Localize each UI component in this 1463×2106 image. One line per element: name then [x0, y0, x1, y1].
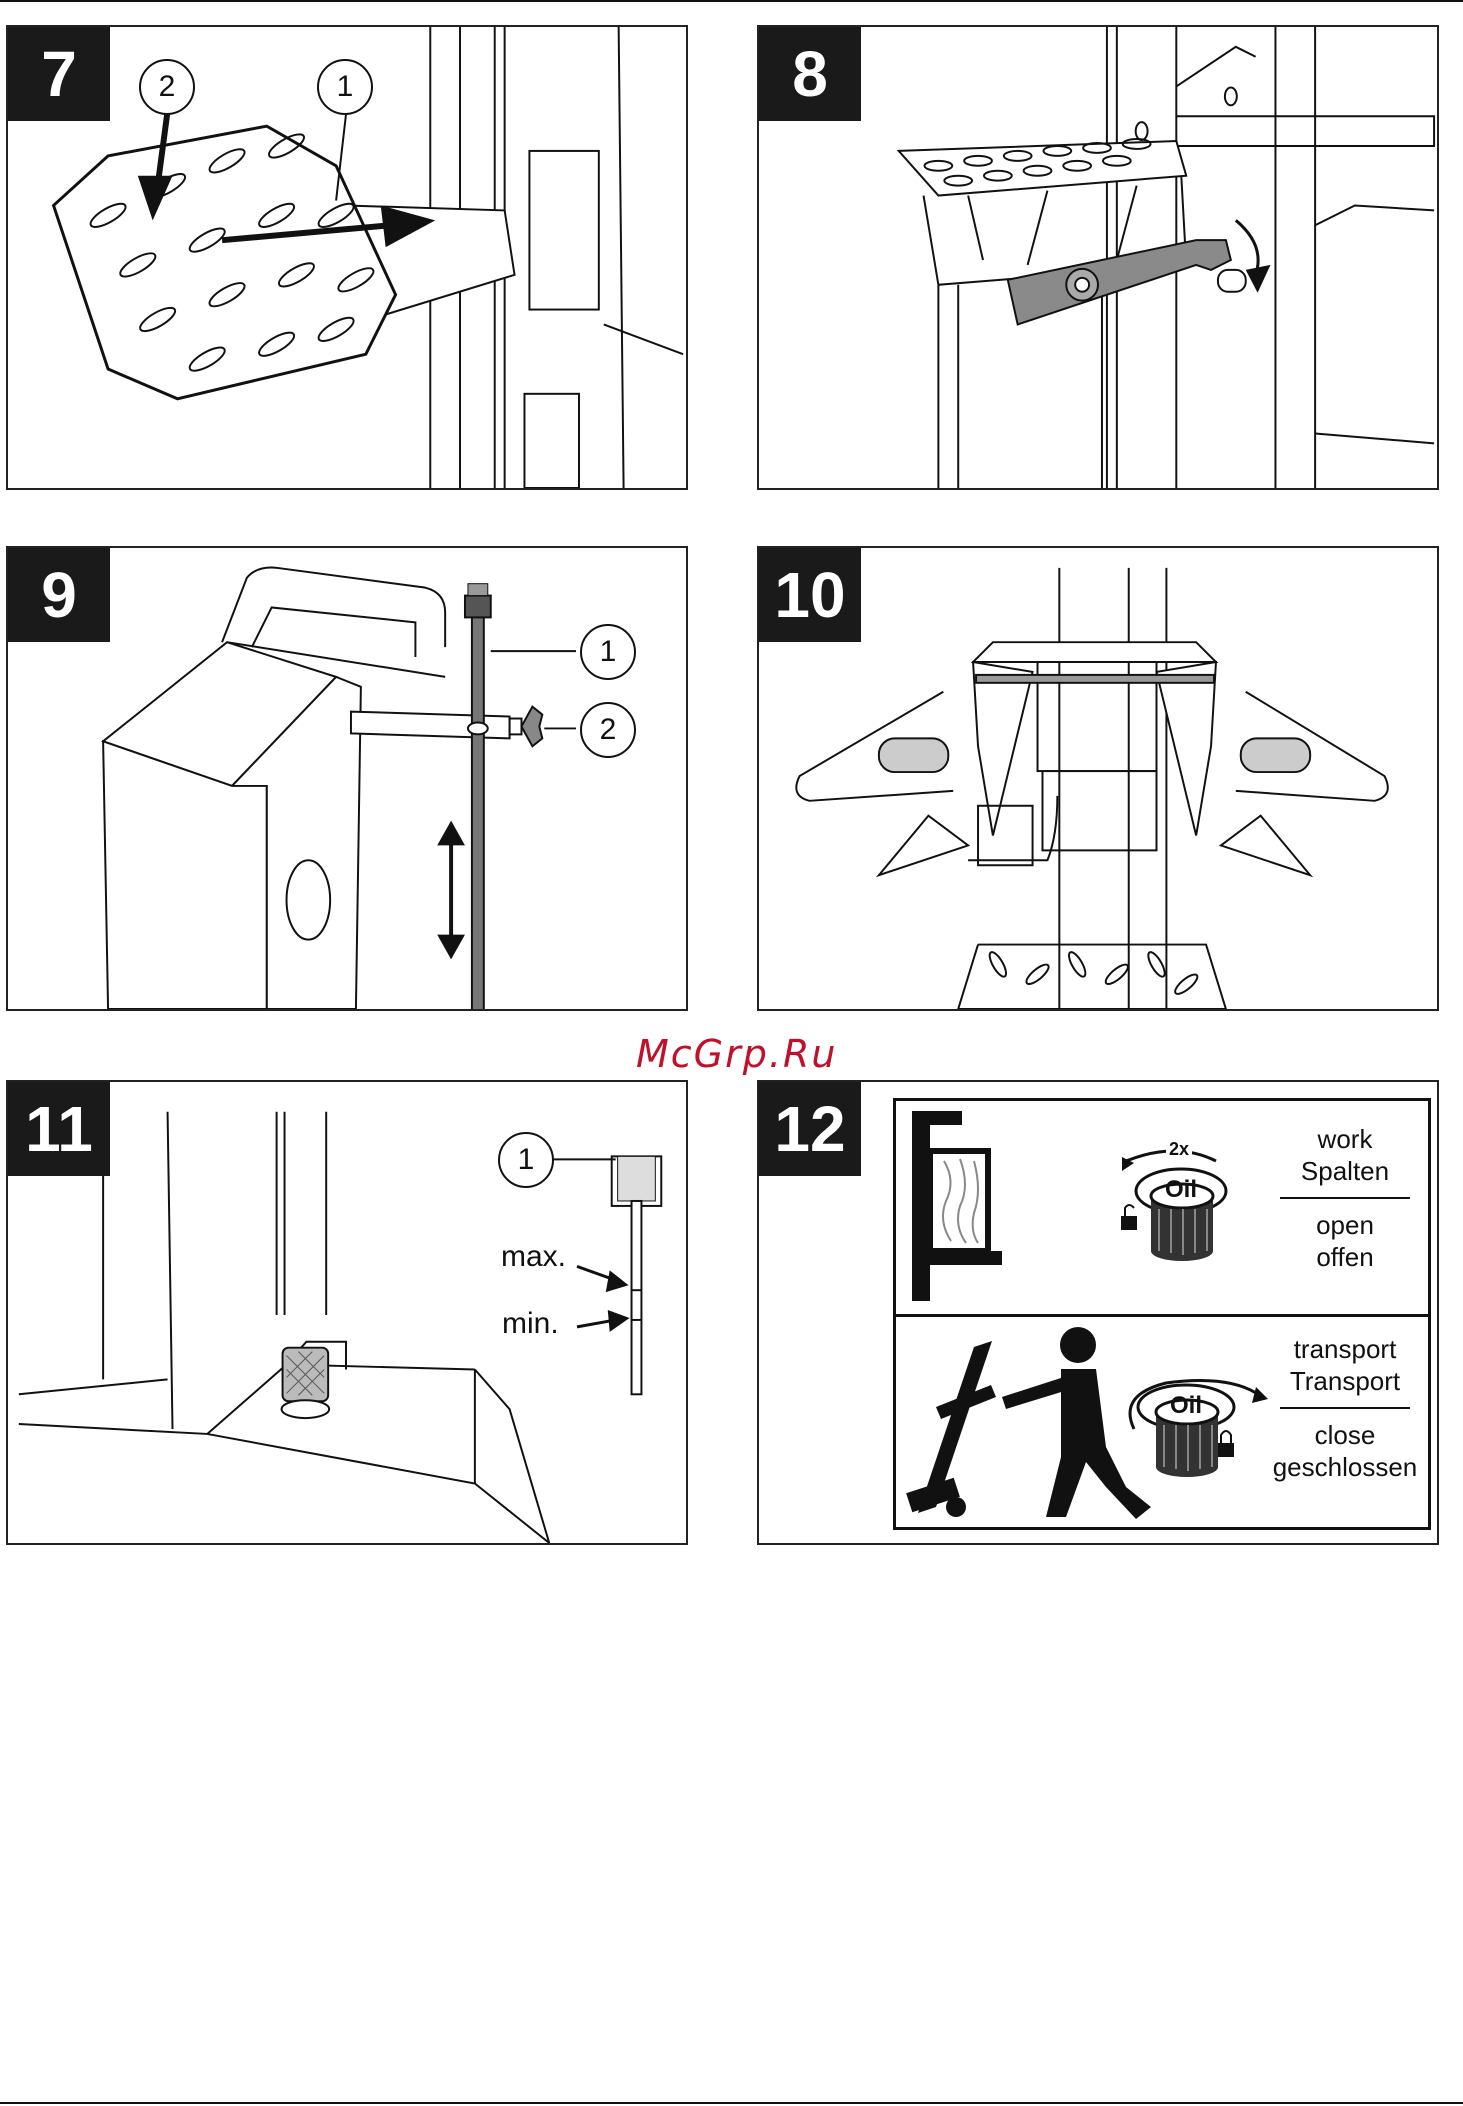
min-label: min. — [502, 1307, 559, 1341]
legend-row-transport: Oil transport Transport close geschlosse… — [896, 1314, 1428, 1530]
open-en: open — [1270, 1209, 1420, 1241]
work-en: work — [1270, 1123, 1420, 1155]
max-label: max. — [501, 1240, 566, 1274]
figure-number: 7 — [8, 27, 110, 121]
callout-1: 1 — [317, 59, 373, 115]
rotate-count: 2x — [1166, 1139, 1192, 1160]
watermark: McGrp.Ru — [636, 1032, 837, 1076]
legend-row-work: 2x Oil work Spalten open offen — [896, 1101, 1428, 1314]
figure-8: 8 — [757, 25, 1439, 490]
open-de: offen — [1270, 1241, 1420, 1273]
transport-de: Transport — [1270, 1365, 1420, 1397]
close-en: close — [1270, 1419, 1420, 1451]
figure-number: 10 — [759, 548, 861, 642]
divider — [1280, 1407, 1410, 1409]
transport-en: transport — [1270, 1333, 1420, 1365]
callout-2: 2 — [580, 702, 636, 758]
figure-11: 11 1 max. min. — [6, 1080, 688, 1545]
figure-number: 9 — [8, 548, 110, 642]
bottom-rule — [0, 2102, 1463, 2104]
figure-10: 10 — [757, 546, 1439, 1011]
close-de: geschlossen — [1270, 1451, 1420, 1483]
figure-12: 12 2x Oil work Sp — [757, 1080, 1439, 1545]
figure-7: 7 — [6, 25, 688, 490]
figure-number: 8 — [759, 27, 861, 121]
work-de: Spalten — [1270, 1155, 1420, 1187]
callout-1: 1 — [498, 1132, 554, 1188]
callout-2: 2 — [139, 59, 195, 115]
figure-number: 12 — [759, 1082, 861, 1176]
legend-text-transport: transport Transport close geschlossen — [1270, 1333, 1420, 1483]
top-rule — [0, 0, 1463, 2]
legend-text-work: work Spalten open offen — [1270, 1123, 1420, 1273]
figure-number: 11 — [8, 1082, 110, 1176]
divider — [1280, 1197, 1410, 1199]
callout-1: 1 — [580, 624, 636, 680]
figure-9: 9 1 2 — [6, 546, 688, 1011]
oil-cap-label-open: Oil — [1161, 1176, 1201, 1204]
oil-cap-legend: 2x Oil work Spalten open offen — [893, 1098, 1431, 1530]
oil-cap-label-close: Oil — [1166, 1392, 1206, 1420]
